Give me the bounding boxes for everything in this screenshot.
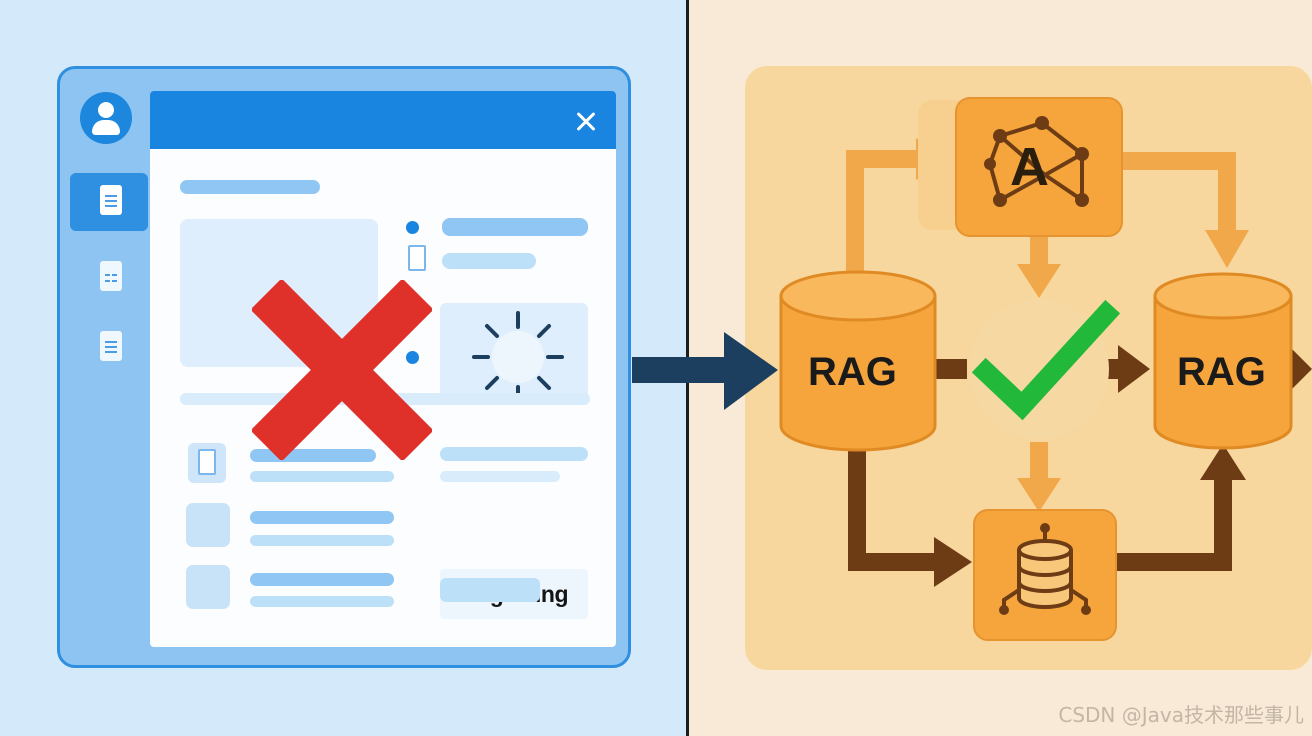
sidebar-item-sheets[interactable] [70,249,148,307]
window-titlebar [150,91,616,149]
user-avatar-icon[interactable] [80,92,132,144]
validation-node [969,299,1109,439]
reject-x-icon [252,280,432,460]
text-line-placeholder [250,596,394,607]
text-line-placeholder [250,535,394,546]
loading-card [440,303,588,405]
app-window: Fiegasting [57,66,631,668]
loading-spinner-icon [472,311,564,403]
file-icon [188,443,226,483]
sidebar-item-documents[interactable] [70,173,148,231]
text-line-placeholder [440,471,560,482]
close-icon[interactable] [568,103,604,139]
rag-left-label: RAG [808,350,897,394]
rag-right-cylinder [1153,272,1293,450]
bullet-icon [406,221,419,234]
check-icon [971,299,1121,421]
document-icon [100,331,122,361]
text-line-placeholder [442,253,536,269]
agent-label: A [1010,137,1049,197]
network-icon [987,120,1084,204]
file-icon [404,243,432,275]
database-icon [999,523,1091,615]
rag-right-label: RAG [1177,350,1266,394]
sidebar-item-files[interactable] [70,319,148,377]
button-placeholder [440,578,540,602]
spreadsheet-icon [100,261,122,291]
rag-flow-diagram [779,97,1312,641]
text-line-placeholder [250,573,394,586]
text-line-placeholder [250,471,394,482]
window-content: Fiegasting [150,91,616,647]
legacy-ui-panel: Fiegasting [0,0,686,736]
text-line-placeholder [442,218,588,236]
bullet-icon [406,351,419,364]
transition-arrow-icon [632,332,778,410]
rag-left-cylinder [779,270,937,452]
watermark: CSDN @Java技术那些事儿 [1058,703,1304,727]
window-sidebar [60,69,150,665]
heading-placeholder [180,180,320,194]
thumbnail-placeholder [186,503,230,547]
thumbnail-placeholder [186,565,230,609]
document-icon [100,185,122,215]
text-line-placeholder [440,447,588,461]
flow-arrow-up [846,150,864,278]
text-line-placeholder [250,511,394,524]
